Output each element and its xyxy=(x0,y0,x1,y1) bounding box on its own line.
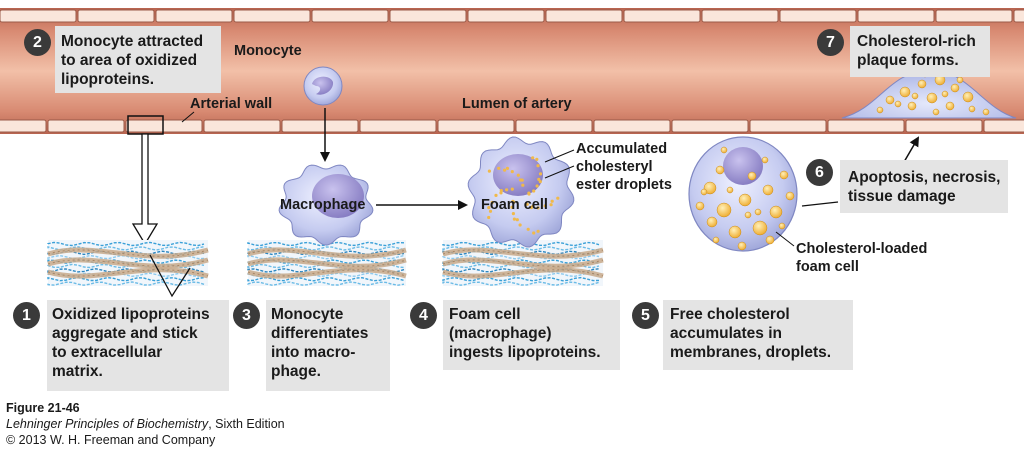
droplets-leader-1 xyxy=(544,149,575,163)
arterial-wall-bottom xyxy=(0,119,1024,133)
extracellular-matrix-3 xyxy=(442,240,604,286)
step-4-box xyxy=(443,300,620,370)
step-1-box xyxy=(47,300,229,391)
figure-number: Figure 21-46 xyxy=(6,401,80,415)
macrophage-cell xyxy=(278,164,374,246)
step6-leader xyxy=(801,201,839,207)
wall-label-leader xyxy=(181,111,195,123)
monocyte-label: Monocyte xyxy=(234,43,302,59)
extracellular-matrix-2 xyxy=(247,240,407,286)
step-4-number: 4 xyxy=(410,302,437,329)
extracellular-matrix-1 xyxy=(47,240,209,286)
book-credit: Lehninger Principles of Biochemistry, Si… xyxy=(6,417,285,431)
step-6-box xyxy=(840,160,1008,213)
step-4-text: Foam cell(macrophage)ingests lipoprotein… xyxy=(449,306,601,361)
step-6-number: 6 xyxy=(806,159,833,186)
open-down-arrow xyxy=(131,133,159,246)
step-1-number: 1 xyxy=(13,302,40,329)
loaded-leader xyxy=(775,231,795,247)
arterial-wall-top xyxy=(0,9,1024,23)
copyright: © 2013 W. H. Freeman and Company xyxy=(6,433,216,447)
step-2-box xyxy=(55,26,221,93)
plaque xyxy=(841,69,1017,119)
lumen-label: Lumen of artery xyxy=(462,96,572,112)
step-7-number: 7 xyxy=(817,29,844,56)
step-6-text: Apoptosis, necrosis,tissue damage xyxy=(848,169,1001,205)
matrix-bracket xyxy=(149,254,191,298)
step-5-number: 5 xyxy=(632,302,659,329)
foam-cell-label: Foam cell xyxy=(481,197,548,213)
step-3-number: 3 xyxy=(233,302,260,329)
macrophage-label: Macrophage xyxy=(280,197,366,213)
droplets-leader-2 xyxy=(544,165,575,179)
arrow-to-plaque xyxy=(903,136,920,163)
step-2-number: 2 xyxy=(24,29,51,56)
monocyte-cell xyxy=(303,66,343,106)
foam-cell xyxy=(467,136,575,248)
step-3-box xyxy=(266,300,390,391)
step-5-box xyxy=(663,300,853,370)
step-7-box xyxy=(850,26,990,77)
arterial-wall-label: Arterial wall xyxy=(190,96,273,112)
cholesterol-loaded-foam-cell xyxy=(688,136,798,252)
